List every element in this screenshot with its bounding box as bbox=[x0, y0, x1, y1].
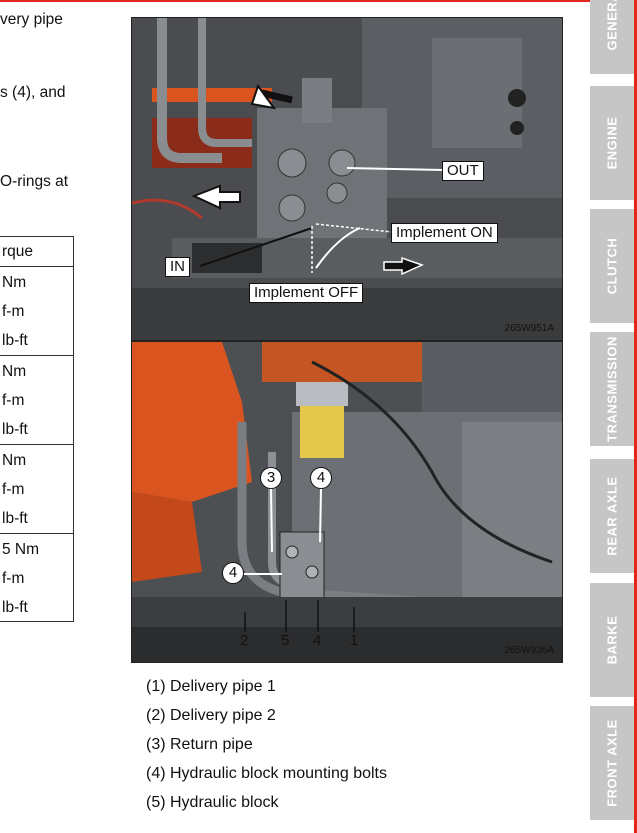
tab-label: GENERAL bbox=[604, 0, 620, 51]
tab-label: FRONT AXLE bbox=[604, 719, 620, 807]
clipped-text-line-1: very pipe bbox=[0, 11, 63, 28]
torque-value: lb-ft bbox=[2, 510, 28, 527]
tab-label: CLUTCH bbox=[604, 237, 620, 295]
torque-value: lb-ft bbox=[2, 421, 28, 438]
legend-item: (5) Hydraulic block bbox=[146, 794, 279, 811]
legend-item: (4) Hydraulic block mounting bolts bbox=[146, 765, 387, 782]
torque-value: Nm bbox=[2, 452, 27, 469]
legend-item: (3) Return pipe bbox=[146, 736, 253, 753]
tab-barke[interactable]: BARKE bbox=[590, 583, 634, 697]
tab-rear-axle[interactable]: REAR AXLE bbox=[590, 459, 634, 573]
marker-4-top: 4 bbox=[310, 467, 332, 489]
top-border bbox=[0, 0, 637, 2]
legend-item: (1) Delivery pipe 1 bbox=[146, 678, 276, 695]
torque-table: rque Nm f-m lb-ft Nm f-m lb-ft Nm f-m lb… bbox=[0, 236, 74, 622]
marker-4-left: 4 bbox=[222, 562, 244, 584]
torque-value: f-m bbox=[2, 481, 25, 498]
tab-transmission[interactable]: TRANSMISSION bbox=[590, 332, 634, 446]
torque-value: Nm bbox=[2, 274, 27, 291]
marker-3: 3 bbox=[260, 467, 282, 489]
torque-value: f-m bbox=[2, 570, 25, 587]
tab-front-axle[interactable]: FRONT AXLE bbox=[590, 706, 634, 820]
torque-value: 5 Nm bbox=[2, 541, 40, 558]
torque-value: f-m bbox=[2, 303, 25, 320]
photo-hydraulic-valve-flow: OUT Implement ON IN Implement OFF 265W95… bbox=[131, 17, 563, 341]
torque-value: Nm bbox=[2, 363, 27, 380]
photo-illustration bbox=[132, 342, 562, 662]
marker-4-bottom: 4 bbox=[313, 632, 322, 649]
torque-group-2: Nm f-m lb-ft bbox=[0, 356, 73, 445]
clipped-text-line-2: s (4), and bbox=[0, 84, 66, 101]
torque-value: f-m bbox=[2, 392, 25, 409]
tab-label: BARKE bbox=[604, 615, 620, 665]
torque-group-3: Nm f-m lb-ft bbox=[0, 445, 73, 534]
tab-general[interactable]: GENERAL bbox=[590, 0, 634, 74]
callout-in: IN bbox=[165, 257, 190, 277]
marker-5: 5 bbox=[281, 632, 290, 649]
callout-implement-off: Implement OFF bbox=[249, 283, 364, 303]
torque-group-4: 5 Nm f-m lb-ft bbox=[0, 534, 73, 623]
right-border bbox=[634, 0, 637, 833]
legend-item: (2) Delivery pipe 2 bbox=[146, 707, 276, 724]
figure-code-top: 265W951A bbox=[504, 323, 554, 334]
torque-group-1: Nm f-m lb-ft bbox=[0, 267, 73, 356]
tab-engine[interactable]: ENGINE bbox=[590, 86, 634, 200]
tab-label: TRANSMISSION bbox=[604, 336, 620, 442]
clipped-text-line-3: O-rings at bbox=[0, 173, 69, 190]
torque-value: lb-ft bbox=[2, 332, 28, 349]
tab-label: REAR AXLE bbox=[604, 476, 620, 556]
photo-hydraulic-block-location: 3 4 4 2 5 4 1 265W936A bbox=[131, 341, 563, 663]
figure-code-bottom: 265W936A bbox=[504, 645, 554, 656]
marker-1: 1 bbox=[350, 632, 359, 649]
callout-implement-on: Implement ON bbox=[391, 223, 498, 243]
marker-2: 2 bbox=[240, 632, 249, 649]
torque-value: lb-ft bbox=[2, 599, 28, 616]
tab-label: ENGINE bbox=[604, 116, 620, 170]
tab-clutch[interactable]: CLUTCH bbox=[590, 209, 634, 323]
torque-table-header: rque bbox=[0, 237, 73, 267]
callout-out: OUT bbox=[442, 161, 484, 181]
